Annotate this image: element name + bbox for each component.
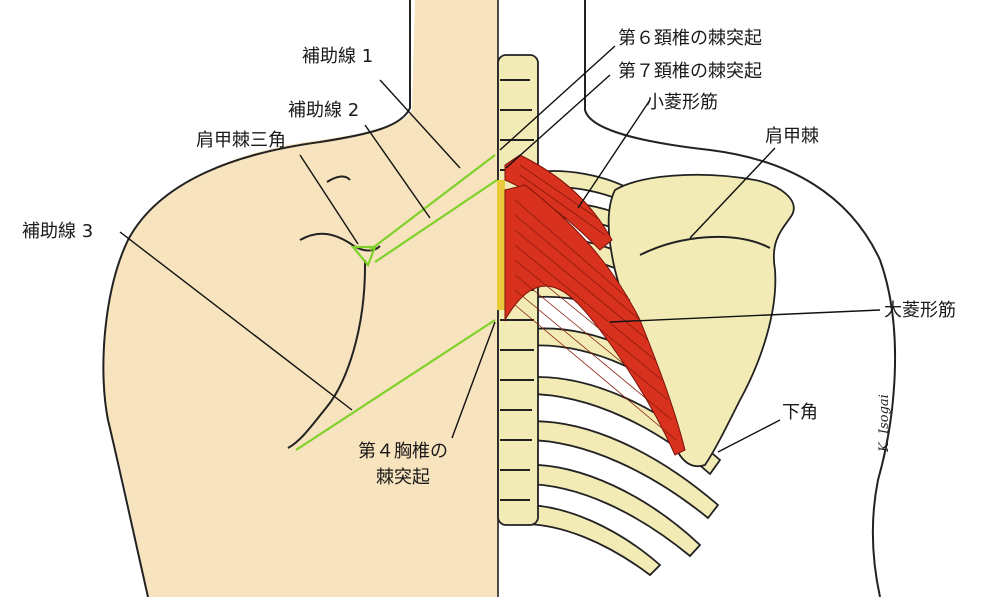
label-rhomboid-major: 大菱形筋 [884,300,956,321]
spine-triangle-shape [350,245,377,268]
label-scapular-spine: 肩甲棘 [765,126,819,147]
aux-line-2-path [374,179,498,263]
label-t4-spinous-line1: 第４胸椎の [358,441,448,462]
label-aux-line-2: 補助線 2 [288,100,359,121]
label-inferior-angle: 下角 [782,402,818,423]
label-c7-spinous: 第７頚椎の棘突起 [618,61,762,82]
labels: 補助線 1 補助線 2 肩甲棘三角 補助線 3 第６頚椎の棘突起 第７頚椎の棘突… [22,28,956,488]
label-c6-spinous: 第６頚椎の棘突起 [618,28,762,49]
skin-left-half [102,0,499,597]
body-outline-right [584,0,897,597]
auxiliary-lines [295,154,498,451]
aux-line-3-path [295,319,496,451]
label-t4-spinous-line2: 棘突起 [376,467,430,488]
label-aux-line-1: 補助線 1 [302,46,373,67]
rhomboid-muscles [504,154,686,456]
label-spine-triangle: 肩甲棘三角 [196,130,286,151]
label-aux-line-3: 補助線 3 [22,221,93,242]
label-rhomboid-minor: 小菱形筋 [646,92,718,113]
aux-line-1-path [369,154,496,251]
leader-lines [119,45,881,453]
artist-signature: K. Isogai [877,394,892,453]
